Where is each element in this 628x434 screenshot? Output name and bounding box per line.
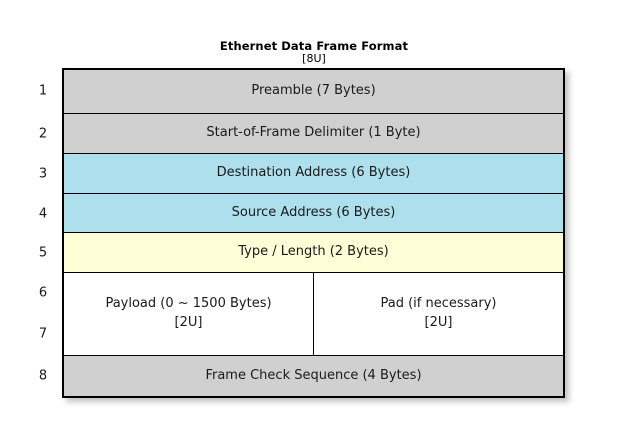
cell-label-source-address: Source Address (6 Bytes) [231, 204, 396, 220]
frame-row-preamble: Preamble (7 Bytes) [64, 70, 563, 114]
frame-row-payload-pad: Payload (0 ~ 1500 Bytes) [2U] Pad (if ne… [64, 273, 563, 356]
row-number-3: 3 [38, 166, 48, 182]
frame-cell-payload: Payload (0 ~ 1500 Bytes) [2U] [64, 273, 314, 355]
frame-row-frame-check-sequence: Frame Check Sequence (4 Bytes) [64, 356, 563, 396]
frame-row-sfd: Start-of-Frame Delimiter (1 Byte) [64, 114, 563, 154]
row-number-6: 6 [38, 285, 48, 301]
row-number-2: 2 [38, 126, 48, 142]
frame-row-type-length: Type / Length (2 Bytes) [64, 233, 563, 273]
ethernet-frame-table: Preamble (7 Bytes) Start-of-Frame Delimi… [62, 68, 565, 398]
cell-label-type-length: Type / Length (2 Bytes) [238, 244, 389, 260]
row-number-5: 5 [38, 245, 48, 261]
diagram-title-block: Ethernet Data Frame Format [8U] [0, 40, 628, 65]
row-number-1: 1 [38, 83, 48, 99]
frame-row-destination-address: Destination Address (6 Bytes) [64, 154, 563, 194]
cell-label-destination-address: Destination Address (6 Bytes) [216, 165, 411, 181]
row-number-8: 8 [38, 368, 48, 384]
cell-label-frame-check-sequence: Frame Check Sequence (4 Bytes) [205, 367, 422, 383]
cell-label-payload: Payload (0 ~ 1500 Bytes) [2U] [105, 296, 272, 330]
frame-row-source-address: Source Address (6 Bytes) [64, 194, 563, 233]
page-subtitle: [8U] [302, 52, 326, 66]
frame-cell-pad: Pad (if necessary) [2U] [314, 273, 563, 355]
page-title: Ethernet Data Frame Format [219, 39, 409, 53]
cell-label-sfd: Start-of-Frame Delimiter (1 Byte) [206, 125, 421, 141]
cell-label-pad: Pad (if necessary) [2U] [380, 296, 497, 330]
row-number-4: 4 [38, 206, 48, 222]
row-number-gutter: 1 2 3 4 5 6 7 8 [30, 68, 56, 398]
cell-label-preamble: Preamble (7 Bytes) [251, 83, 376, 99]
row-number-7: 7 [38, 326, 48, 342]
